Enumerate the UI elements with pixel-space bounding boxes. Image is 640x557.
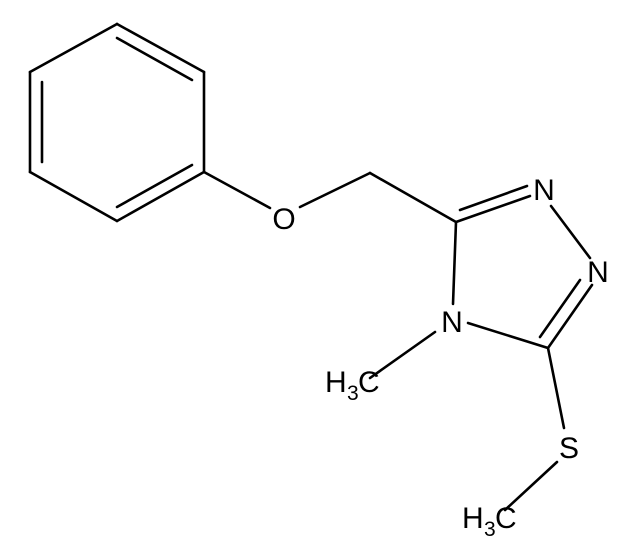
bond-n1-n2 [549,204,592,260]
n-methyl-subscript: 3 [347,382,359,405]
bond-ph-inner-2 [115,36,194,82]
bond-o-ch2 [298,171,372,209]
sulfur-label: S [559,432,579,465]
bond-n4-c5 [451,220,458,306]
bond-ph-inner-3 [115,163,194,209]
bond-n4-methyl [368,330,437,380]
triazole-ring [451,184,594,350]
s-methyl-subscript: 3 [484,518,496,541]
bond-ch2-c5 [368,171,458,224]
bond-c3-s [546,346,566,430]
bond-ph-o [202,170,272,210]
phenyl-ring [28,22,206,223]
bond-ph-c2-c3 [115,22,206,74]
bond-s-methyl [503,460,559,512]
n-methyl-c: C [358,366,380,399]
n1-label: N [533,174,555,207]
bond-c3-n4 [466,321,550,350]
bond-ph-c1-c2 [28,22,119,74]
n-methyl-label: H 3 C [325,366,380,405]
s-methyl-c: C [495,502,517,535]
oxygen-label: O [272,203,295,236]
s-methyl-h: H [462,502,484,535]
bond-ph-c5-c6 [28,170,119,223]
bond-ph-c4-c5 [115,170,206,223]
n-methyl-h: H [325,366,347,399]
bond-n2-c3 [546,283,594,350]
bond-c5-n1-double [458,184,529,212]
n4-label: N [441,306,463,339]
bond-n2-c3-double [538,278,582,339]
s-methyl-label: H 3 C [462,502,517,541]
bond-c5-n1 [454,194,532,224]
n2-label: N [587,256,609,289]
